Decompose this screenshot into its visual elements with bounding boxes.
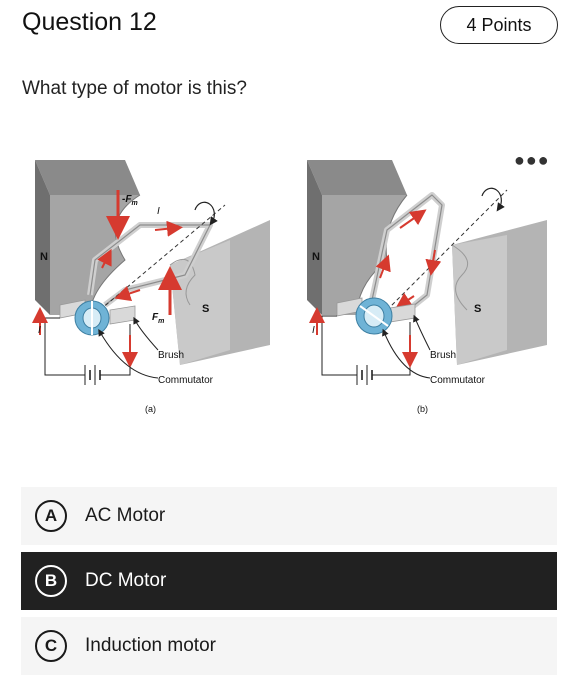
north-label-b: N (312, 251, 320, 263)
brush-label-a: Brush (158, 350, 184, 361)
commutator-label-a: Commutator (158, 375, 214, 386)
brush-label-b: Brush (430, 350, 456, 361)
question-header: Question 12 4 Points (22, 6, 558, 44)
question-prompt: What type of motor is this? (22, 78, 247, 99)
force-label-bottom-a: Fm (152, 312, 164, 325)
motor-figure: N S -Fm Fm I (30, 150, 550, 430)
current-label-loop-a: I (157, 206, 160, 217)
north-label-a: N (40, 251, 48, 263)
option-label-b: DC Motor (85, 570, 167, 591)
more-options-icon[interactable]: ●●● (514, 150, 550, 170)
question-title: Question 12 (22, 8, 157, 36)
option-letter-a: A (35, 500, 67, 532)
answer-options: A AC Motor B DC Motor C Induction motor (21, 487, 557, 682)
option-letter-c: C (35, 630, 67, 662)
points-badge: 4 Points (440, 6, 558, 44)
caption-b: (b) (417, 404, 428, 414)
commutator-label-b: Commutator (430, 375, 486, 386)
motor-diagram: N S -Fm Fm I (32, 160, 547, 414)
panel-b: N S I (307, 160, 547, 414)
current-label-circuit-b: I (312, 325, 315, 336)
option-b[interactable]: B DC Motor (21, 552, 557, 610)
option-label-a: AC Motor (85, 505, 166, 526)
option-label-c: Induction motor (85, 635, 216, 656)
south-label-b: S (474, 303, 481, 315)
option-letter-b: B (35, 565, 67, 597)
current-label-circuit-a: I (38, 325, 41, 336)
caption-a: (a) (145, 404, 156, 414)
panel-a: N S -Fm Fm I (32, 160, 270, 414)
option-a[interactable]: A AC Motor (21, 487, 557, 545)
south-label-a: S (202, 303, 209, 315)
option-c[interactable]: C Induction motor (21, 617, 557, 675)
